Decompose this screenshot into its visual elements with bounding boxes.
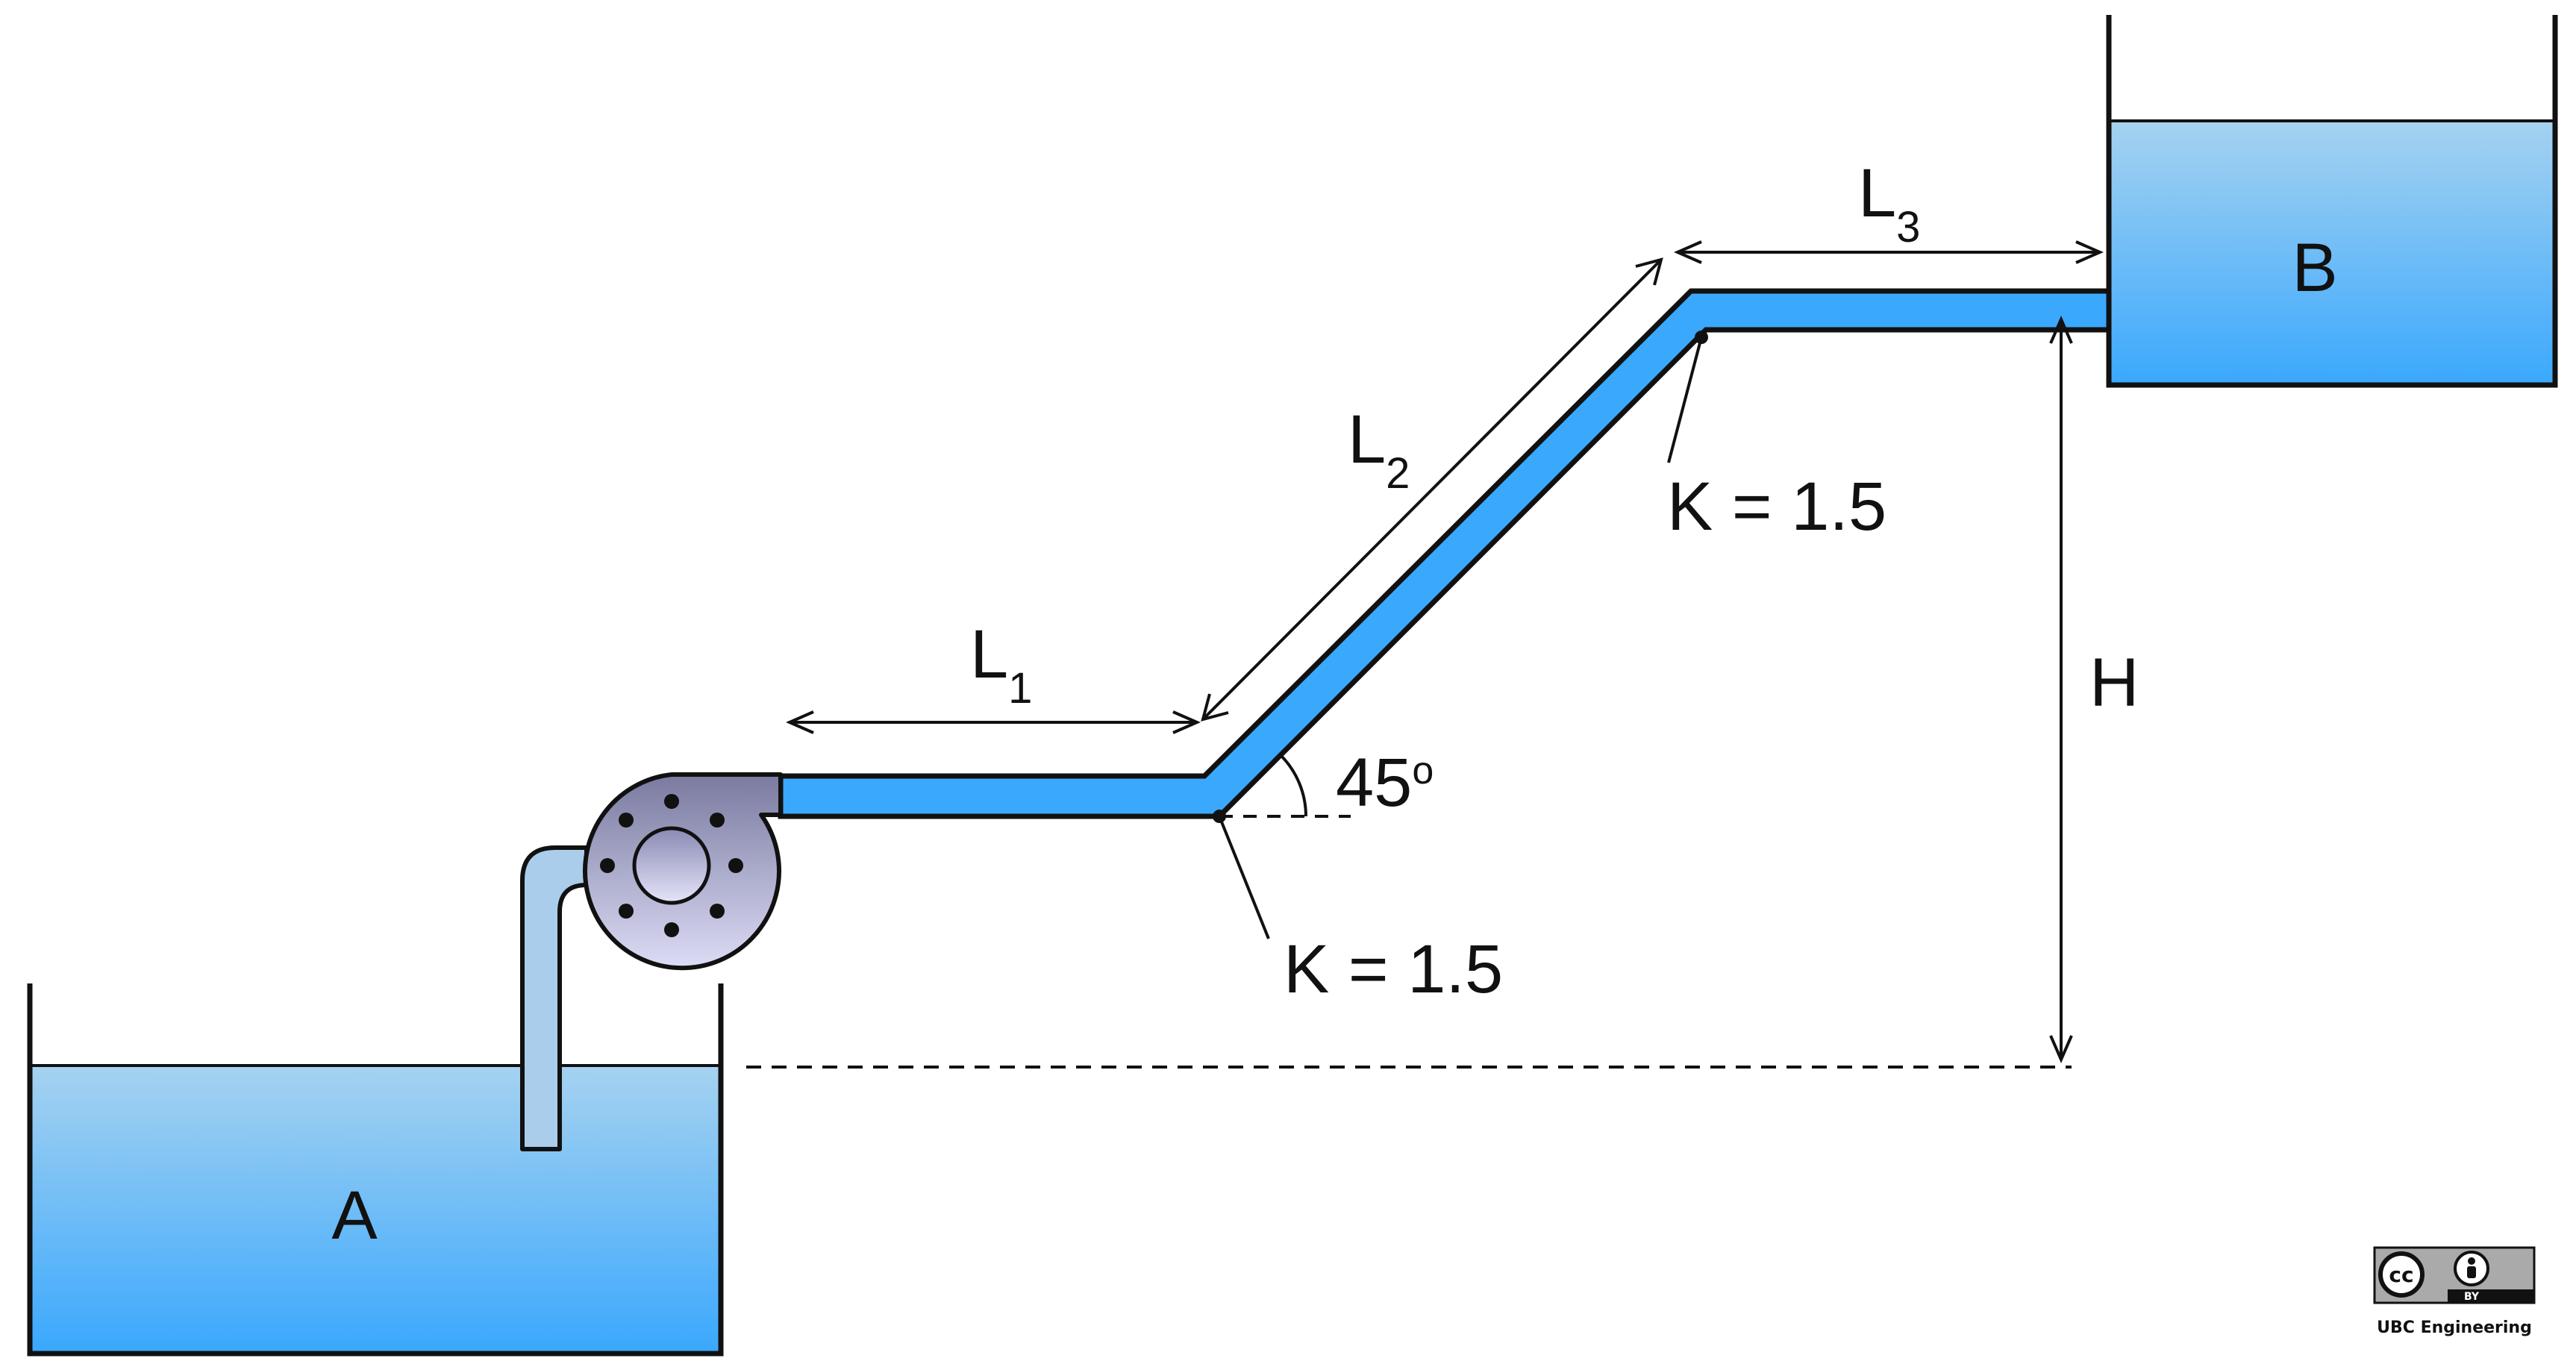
dimension-h-label: H (2089, 645, 2139, 721)
by-label: BY (2464, 1291, 2480, 1303)
pump-bolt (619, 813, 634, 828)
dimension-l3-subscript: 3 (1896, 203, 1920, 251)
dimension-l2-arrow-upper (1635, 257, 1663, 286)
discharge-pipe (778, 288, 2112, 819)
dimension-l2-subscript: 2 (1386, 449, 1410, 498)
lower-bend-marker: K = 1.5 (1213, 810, 1503, 1007)
dimension-l1-label: L1 (970, 616, 1032, 713)
pump-bolt (619, 904, 634, 919)
dimension-l2-letter: L (1348, 401, 1386, 478)
tank-a-water (30, 1066, 721, 1354)
tank-b-water (2109, 121, 2555, 385)
dimension-l2-label: L2 (1348, 401, 1410, 498)
tank-b-label: B (2292, 230, 2337, 306)
angle-degree-mark: o (1412, 749, 1434, 792)
dimension-l3-letter: L (1858, 155, 1896, 231)
dimension-h: H (746, 316, 2139, 1069)
dimension-l3-arrow-left (1674, 240, 1702, 264)
upper-bend-leader (1667, 337, 1703, 463)
upper-bend-marker: K = 1.5 (1667, 331, 1886, 545)
angle-value: 45 (1336, 745, 1412, 821)
dimension-l2: L2 (1201, 257, 1663, 722)
tank-b: B (2106, 15, 2558, 388)
dimension-l1-subscript: 1 (1008, 664, 1032, 713)
tank-a: A (27, 983, 724, 1357)
dimension-l2-arrow-lower (1201, 693, 1229, 722)
discharge-pipe-fill (778, 288, 2112, 819)
angle-annotation: 45o (1219, 745, 1434, 821)
pump-hub (632, 826, 711, 905)
by-person-body (2467, 1266, 2476, 1278)
lower-bend-leader (1218, 816, 1270, 939)
pump-bolt (664, 794, 679, 809)
pump-bolts (600, 794, 743, 937)
lower-bend-k-label: K = 1.5 (1284, 931, 1503, 1007)
dimension-l3-arrow-right (2075, 240, 2104, 264)
upper-bend-k-label: K = 1.5 (1667, 469, 1886, 545)
dimension-l3: L3 (1674, 155, 2104, 264)
pump-bolt (710, 904, 725, 919)
dimension-l3-label: L3 (1858, 155, 1920, 251)
dimension-l1-arrow-right (1172, 710, 1201, 734)
pump (583, 772, 783, 971)
tank-a-walls (27, 983, 724, 1357)
cc-icon-text: cc (2389, 1263, 2413, 1287)
angle-arc (1279, 754, 1307, 817)
license-credit: UBC Engineering (2377, 1318, 2532, 1337)
by-person-head (2468, 1257, 2475, 1265)
pump-bolt (728, 858, 743, 873)
dimension-l2-line (1201, 258, 1663, 721)
pump-bolt (710, 813, 725, 828)
tank-a-label: A (331, 1177, 378, 1254)
angle-label: 45o (1336, 745, 1434, 821)
dimension-h-arrow-top (2049, 316, 2073, 344)
dimension-l1-letter: L (970, 616, 1008, 692)
dimension-l1: L1 (786, 616, 1201, 734)
cc-icon (2378, 1251, 2425, 1298)
dimension-h-arrow-bottom (2049, 1035, 2073, 1063)
dimension-l1-arrow-left (786, 710, 814, 734)
tank-b-outline (2106, 15, 2558, 388)
cc-badge-bottom-bar (2448, 1289, 2534, 1303)
cc-by-license-badge: cc BY UBC Engineering (2373, 1246, 2536, 1337)
pump-bolt (600, 858, 615, 873)
pump-bolt (664, 922, 679, 937)
